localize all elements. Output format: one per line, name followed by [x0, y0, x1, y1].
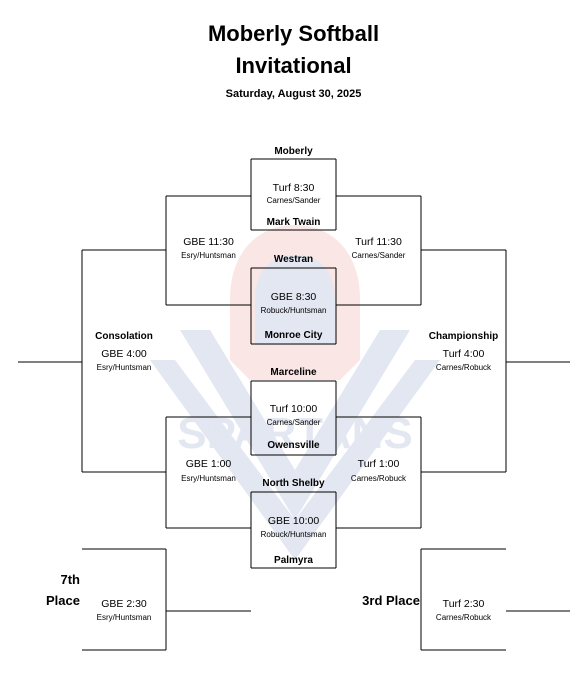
- seventh-place-field-time: GBE 2:30: [101, 598, 147, 610]
- championship-label: Championship: [428, 331, 499, 342]
- event-date: Saturday, August 30, 2025: [225, 88, 362, 100]
- consolation-field-time: GBE 4:00: [101, 348, 147, 360]
- championship-umpires: Carnes/Robuck: [435, 363, 492, 372]
- game4-field-time: GBE 10:00: [267, 515, 320, 527]
- game3-field-time: Turf 10:00: [269, 403, 318, 415]
- championship-field-time: Turf 4:00: [442, 348, 485, 360]
- left-upper-field-time: GBE 11:30: [183, 236, 234, 248]
- third-place-label: 3rd Place: [362, 593, 420, 608]
- game1-field-time: Turf 8:30: [272, 182, 315, 194]
- seventh-place-label-line1: 7th: [60, 572, 81, 587]
- title-line-1: Moberly Softball: [207, 21, 380, 46]
- consolation-umpires: Esry/Huntsman: [96, 363, 152, 372]
- team-westran: Westran: [273, 254, 314, 265]
- seventh-place-umpires: Esry/Huntsman: [96, 613, 152, 622]
- game3-umpires: Carnes/Sander: [266, 418, 321, 427]
- right-lower-field-time: Turf 1:00: [357, 458, 400, 470]
- third-place-umpires: Carnes/Robuck: [435, 613, 492, 622]
- right-lower-umpires: Carnes/Robuck: [350, 474, 407, 483]
- team-monroe-city: Monroe City: [264, 330, 323, 341]
- third-place-field-time: Turf 2:30: [442, 598, 485, 610]
- right-upper-field-time: Turf 11:30: [355, 236, 402, 248]
- team-marceline: Marceline: [270, 367, 317, 378]
- consolation-label: Consolation: [95, 331, 153, 342]
- team-mark-twain: Mark Twain: [266, 217, 321, 228]
- game1-umpires: Carnes/Sander: [266, 196, 321, 205]
- team-palmyra: Palmyra: [274, 555, 313, 566]
- right-upper-umpires: Carnes/Sander: [351, 251, 406, 260]
- game2-field-time: GBE 8:30: [270, 291, 317, 303]
- team-north-shelby: North Shelby: [262, 478, 325, 489]
- game2-umpires: Robuck/Huntsman: [260, 306, 327, 315]
- left-lower-field-time: GBE 1:00: [185, 458, 232, 470]
- team-moberly: Moberly: [274, 146, 313, 157]
- left-lower-umpires: Esry/Huntsman: [181, 474, 236, 483]
- team-owensville: Owensville: [267, 440, 320, 451]
- game4-umpires: Robuck/Huntsman: [260, 530, 327, 539]
- left-upper-umpires: Esry/Huntsman: [181, 251, 236, 260]
- title-line-2: Invitational: [235, 53, 352, 78]
- seventh-place-label-line2: Place: [46, 593, 80, 608]
